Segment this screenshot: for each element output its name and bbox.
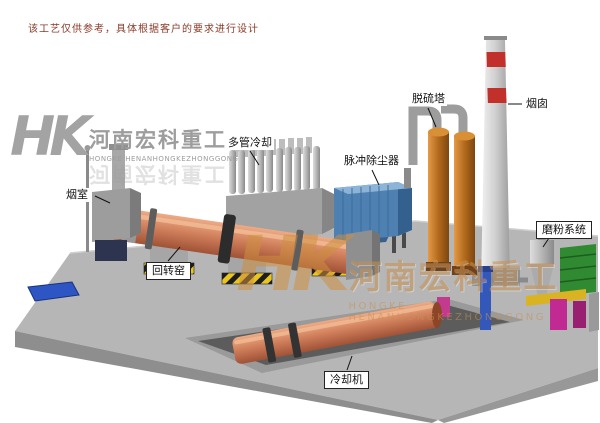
brand-name-cn: 河南宏科重工: [89, 128, 228, 152]
label-multi-tube-cooler: 多管冷却: [226, 136, 274, 150]
disclaimer-note: 该工艺仅供参考，具体根据客户的要求进行设计: [28, 24, 259, 35]
label-grinding-system: 磨粉系统: [536, 221, 592, 239]
desulfurization-towers: [408, 104, 477, 275]
brand-text: 河南宏科重工 HONGKE HENANHONGKEZHONGGONG 河南宏科重…: [89, 124, 238, 190]
label-smoke-chamber: 烟室: [64, 188, 90, 202]
label-desulfurization-tower: 脱硫塔: [410, 92, 447, 106]
chimney: [472, 36, 520, 286]
label-rotary-kiln: 回转窑: [146, 262, 191, 280]
equipment-pad: [27, 281, 80, 302]
brand-logo: HK 河南宏科重工 HONGKE HENANHONGKEZHONGGONG 河南…: [10, 110, 238, 190]
brand-monogram: HK: [10, 105, 91, 168]
label-cooling-machine: 冷却机: [324, 371, 369, 389]
leader-lines: [94, 103, 550, 371]
cooling-machine: [232, 301, 442, 364]
label-pulse-dust-collector: 脉冲除尘器: [342, 154, 401, 168]
brand-name-cn-reflection: 河南宏科重工: [89, 162, 228, 186]
smoke-chamber: [92, 188, 141, 261]
label-chimney: 烟囱: [524, 97, 550, 111]
grinding-system: [437, 228, 599, 332]
brand-name-en: HONGKE HENANHONGKEZHONGGONG: [89, 155, 239, 163]
